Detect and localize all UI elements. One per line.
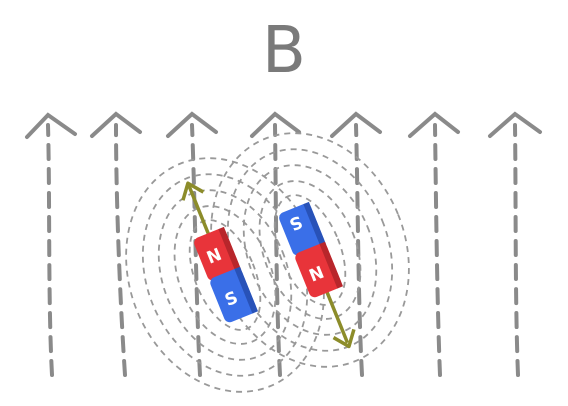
magnet-left-direction-arrow — [187, 184, 211, 236]
field-line-4 — [250, 111, 301, 377]
magnet-right: S N — [279, 201, 356, 349]
uniform-field-lines — [25, 111, 542, 377]
magnet-right-north-label: N — [305, 261, 326, 285]
field-line-7 — [488, 111, 542, 377]
field-title: B — [262, 14, 306, 88]
field-line-3 — [166, 111, 218, 377]
magnet-left: N S — [181, 181, 258, 323]
magnet-field-loops — [125, 132, 410, 393]
field-line-5 — [330, 111, 382, 377]
field-line-2 — [90, 111, 142, 377]
magnet-right-arrowhead — [332, 328, 356, 349]
field-line-6 — [408, 111, 460, 377]
magnet-right-direction-arrow — [323, 286, 350, 344]
field-line-1 — [25, 112, 77, 377]
magnet-left-arrowhead — [181, 181, 205, 201]
magnet-left-north-label: N — [204, 245, 225, 269]
